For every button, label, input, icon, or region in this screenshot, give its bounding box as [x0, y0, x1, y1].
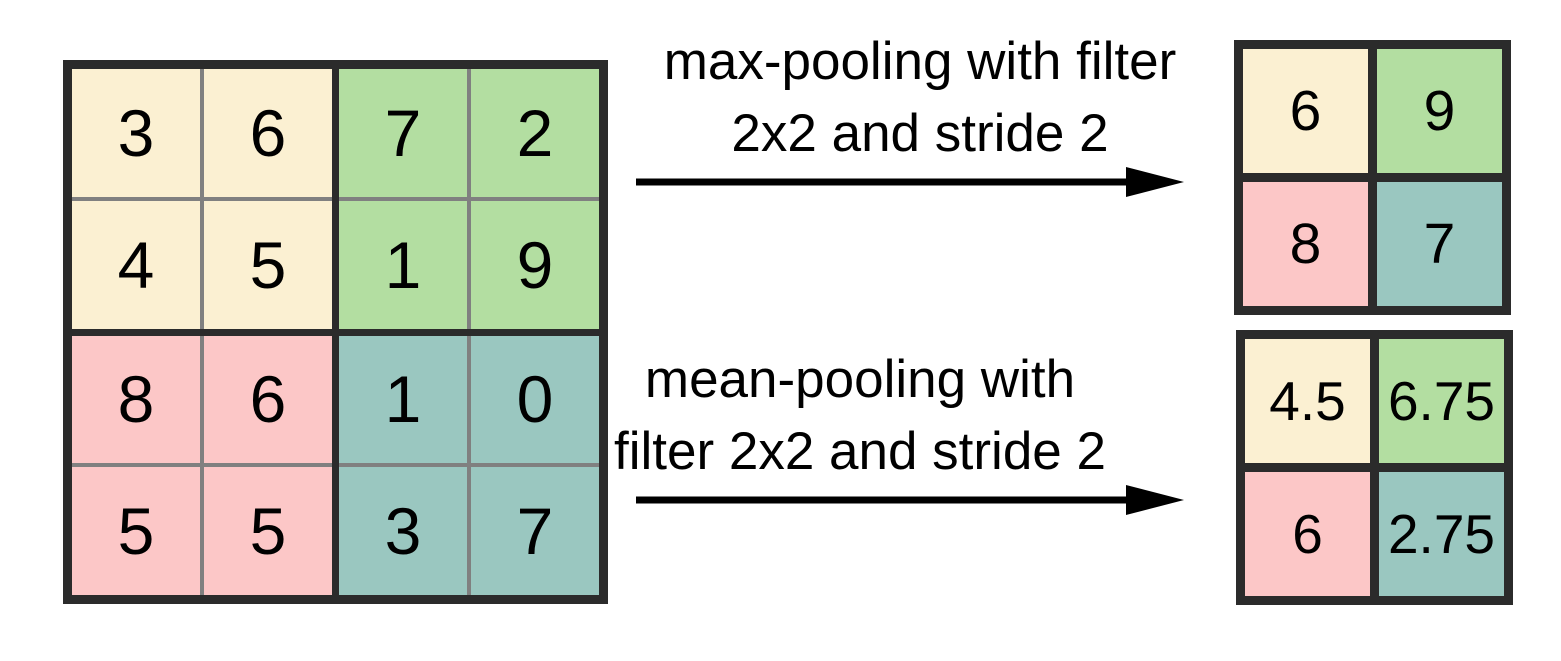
matrix-cell: 1 — [339, 335, 467, 464]
matrix-cell: 4 — [72, 200, 200, 329]
max-pooling-label-line2: 2x2 and stride 2 — [731, 104, 1109, 164]
output-cell: 7 — [1377, 182, 1502, 306]
output-cell: 6 — [1245, 472, 1370, 596]
input-quadrant-bottom-right: 1 0 3 7 — [339, 335, 599, 595]
max-pooling-label: max-pooling with filter 2x2 and stride 2 — [620, 26, 1220, 170]
mean-pooling-label: mean-pooling with filter 2x2 and stride … — [598, 344, 1122, 488]
matrix-cell: 5 — [72, 467, 200, 595]
input-matrix: 3 6 4 5 7 2 1 9 8 6 5 5 1 0 3 7 — [63, 60, 608, 604]
output-cell: 6 — [1243, 49, 1368, 173]
output-cell: 9 — [1377, 49, 1502, 173]
matrix-cell: 6 — [204, 335, 332, 464]
output-cell: 8 — [1243, 182, 1368, 306]
max-pooling-arrow — [636, 167, 1184, 197]
matrix-cell: 1 — [339, 200, 467, 329]
matrix-cell: 5 — [204, 467, 332, 595]
matrix-cell: 2 — [471, 69, 599, 197]
max-pooling-output: 6 9 8 7 — [1234, 40, 1511, 315]
matrix-cell: 3 — [339, 467, 467, 595]
output-cell: 6.75 — [1379, 339, 1504, 463]
matrix-cell: 7 — [339, 69, 467, 197]
matrix-cell: 9 — [471, 200, 599, 329]
matrix-cell: 3 — [72, 69, 200, 197]
matrix-cell: 7 — [471, 467, 599, 595]
matrix-cell: 6 — [204, 69, 332, 197]
output-cell: 4.5 — [1245, 339, 1370, 463]
mean-pooling-label-line1: mean-pooling with — [644, 350, 1076, 409]
max-pooling-label-line1: max-pooling with filter — [663, 32, 1177, 91]
matrix-cell: 0 — [471, 335, 599, 464]
mean-pooling-arrow — [636, 485, 1184, 515]
output-cell: 2.75 — [1379, 472, 1504, 596]
input-quadrant-top-right: 7 2 1 9 — [339, 69, 599, 329]
mean-pooling-label-line2: filter 2x2 and stride 2 — [614, 422, 1106, 482]
matrix-cell: 5 — [204, 200, 332, 329]
input-quadrant-bottom-left: 8 6 5 5 — [72, 335, 332, 595]
input-quadrant-top-left: 3 6 4 5 — [72, 69, 332, 329]
mean-pooling-output: 4.5 6.75 6 2.75 — [1236, 330, 1513, 605]
matrix-cell: 8 — [72, 335, 200, 464]
